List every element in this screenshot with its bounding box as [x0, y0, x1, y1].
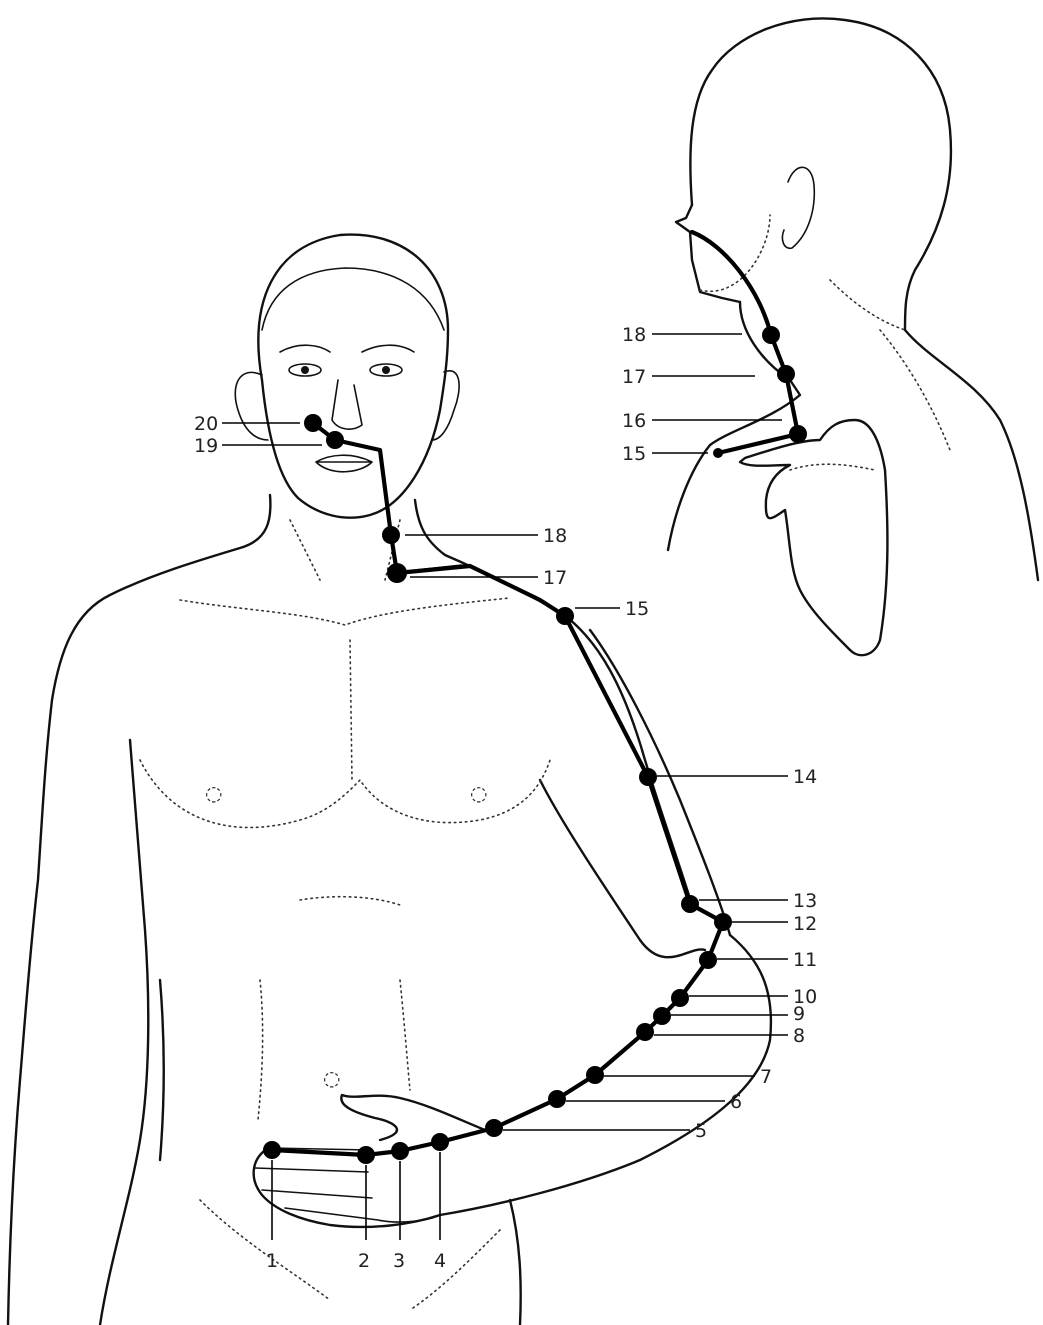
side-label-15: 15 — [622, 443, 646, 465]
side-point-17 — [777, 365, 795, 383]
side-head-outline — [690, 18, 1038, 580]
nose — [332, 380, 362, 429]
side-point-16 — [789, 425, 807, 443]
front-point-10 — [671, 989, 689, 1007]
front-point-5 — [485, 1119, 503, 1137]
side-point-15 — [713, 448, 723, 458]
torso-left-side — [160, 980, 164, 1160]
neck-dots — [290, 520, 400, 580]
front-point-12 — [714, 913, 732, 931]
label-8: 8 — [793, 1025, 805, 1047]
label-4: 4 — [434, 1250, 446, 1272]
left-eyebrow — [280, 345, 330, 352]
front-point-8 — [636, 1023, 654, 1041]
front-point-18 — [382, 526, 400, 544]
label-2: 2 — [358, 1250, 370, 1272]
label-17: 17 — [543, 567, 567, 589]
navel: ◌ — [323, 1066, 340, 1090]
side-face-profile — [676, 205, 740, 302]
torso-right-side — [510, 1200, 521, 1325]
front-view-figure: ◌ ◌ ◌ — [8, 235, 817, 1325]
right-nipple: ◌ — [470, 781, 487, 805]
forearm-outer — [440, 935, 771, 1215]
label-10: 10 — [793, 986, 817, 1008]
label-1: 1 — [266, 1250, 278, 1272]
neck-and-shoulders — [8, 495, 270, 1325]
front-channel-line — [272, 423, 723, 1155]
front-point-4 — [431, 1133, 449, 1151]
label-20: 20 — [194, 413, 218, 435]
label-18: 18 — [543, 525, 567, 547]
front-point-11 — [699, 951, 717, 969]
front-point-6 — [548, 1090, 566, 1108]
side-point-18 — [762, 326, 780, 344]
front-point-9 — [653, 1007, 671, 1025]
hairline — [262, 268, 444, 330]
chest-line — [140, 760, 550, 828]
front-point-17 — [387, 563, 407, 583]
right-eyebrow — [362, 345, 414, 352]
label-3: 3 — [393, 1250, 405, 1272]
label-14: 14 — [793, 766, 817, 788]
label-7: 7 — [760, 1066, 772, 1088]
right-pupil — [382, 366, 390, 374]
front-point-1 — [263, 1141, 281, 1159]
scapula-spine — [790, 464, 875, 470]
side-trapezius — [880, 330, 950, 450]
label-13: 13 — [793, 890, 817, 912]
side-view-figure: 18 17 16 15 — [622, 18, 1038, 655]
collarbones — [180, 598, 510, 625]
sternum-line — [350, 640, 352, 780]
side-label-18: 18 — [622, 324, 646, 346]
hand-palm-edge — [254, 1148, 440, 1227]
side-label-16: 16 — [622, 410, 646, 432]
left-pupil — [301, 366, 309, 374]
front-point-7 — [586, 1066, 604, 1084]
left-nipple: ◌ — [205, 781, 222, 805]
side-label-17: 17 — [622, 366, 646, 388]
front-head-outline — [258, 235, 448, 518]
mouth — [316, 455, 372, 472]
front-point-20 — [304, 414, 322, 432]
upper-arm-inner — [590, 630, 730, 935]
front-point-13 — [681, 895, 699, 913]
front-point-15 — [556, 607, 574, 625]
label-12: 12 — [793, 913, 817, 935]
label-5: 5 — [695, 1120, 707, 1142]
left-arm-inner — [100, 740, 148, 1325]
front-point-3 — [391, 1142, 409, 1160]
label-19: 19 — [194, 435, 218, 457]
hand-thumb — [341, 1095, 485, 1140]
label-15: 15 — [625, 598, 649, 620]
label-11: 11 — [793, 949, 817, 971]
front-point-19 — [326, 431, 344, 449]
right-shoulder-line — [415, 500, 692, 905]
front-point-2 — [357, 1146, 375, 1164]
side-ear — [782, 167, 814, 248]
side-neck-back — [830, 280, 905, 330]
front-point-14 — [639, 768, 657, 786]
scapula-outline — [740, 420, 887, 655]
label-6: 6 — [730, 1091, 742, 1113]
side-jaw — [700, 215, 770, 291]
